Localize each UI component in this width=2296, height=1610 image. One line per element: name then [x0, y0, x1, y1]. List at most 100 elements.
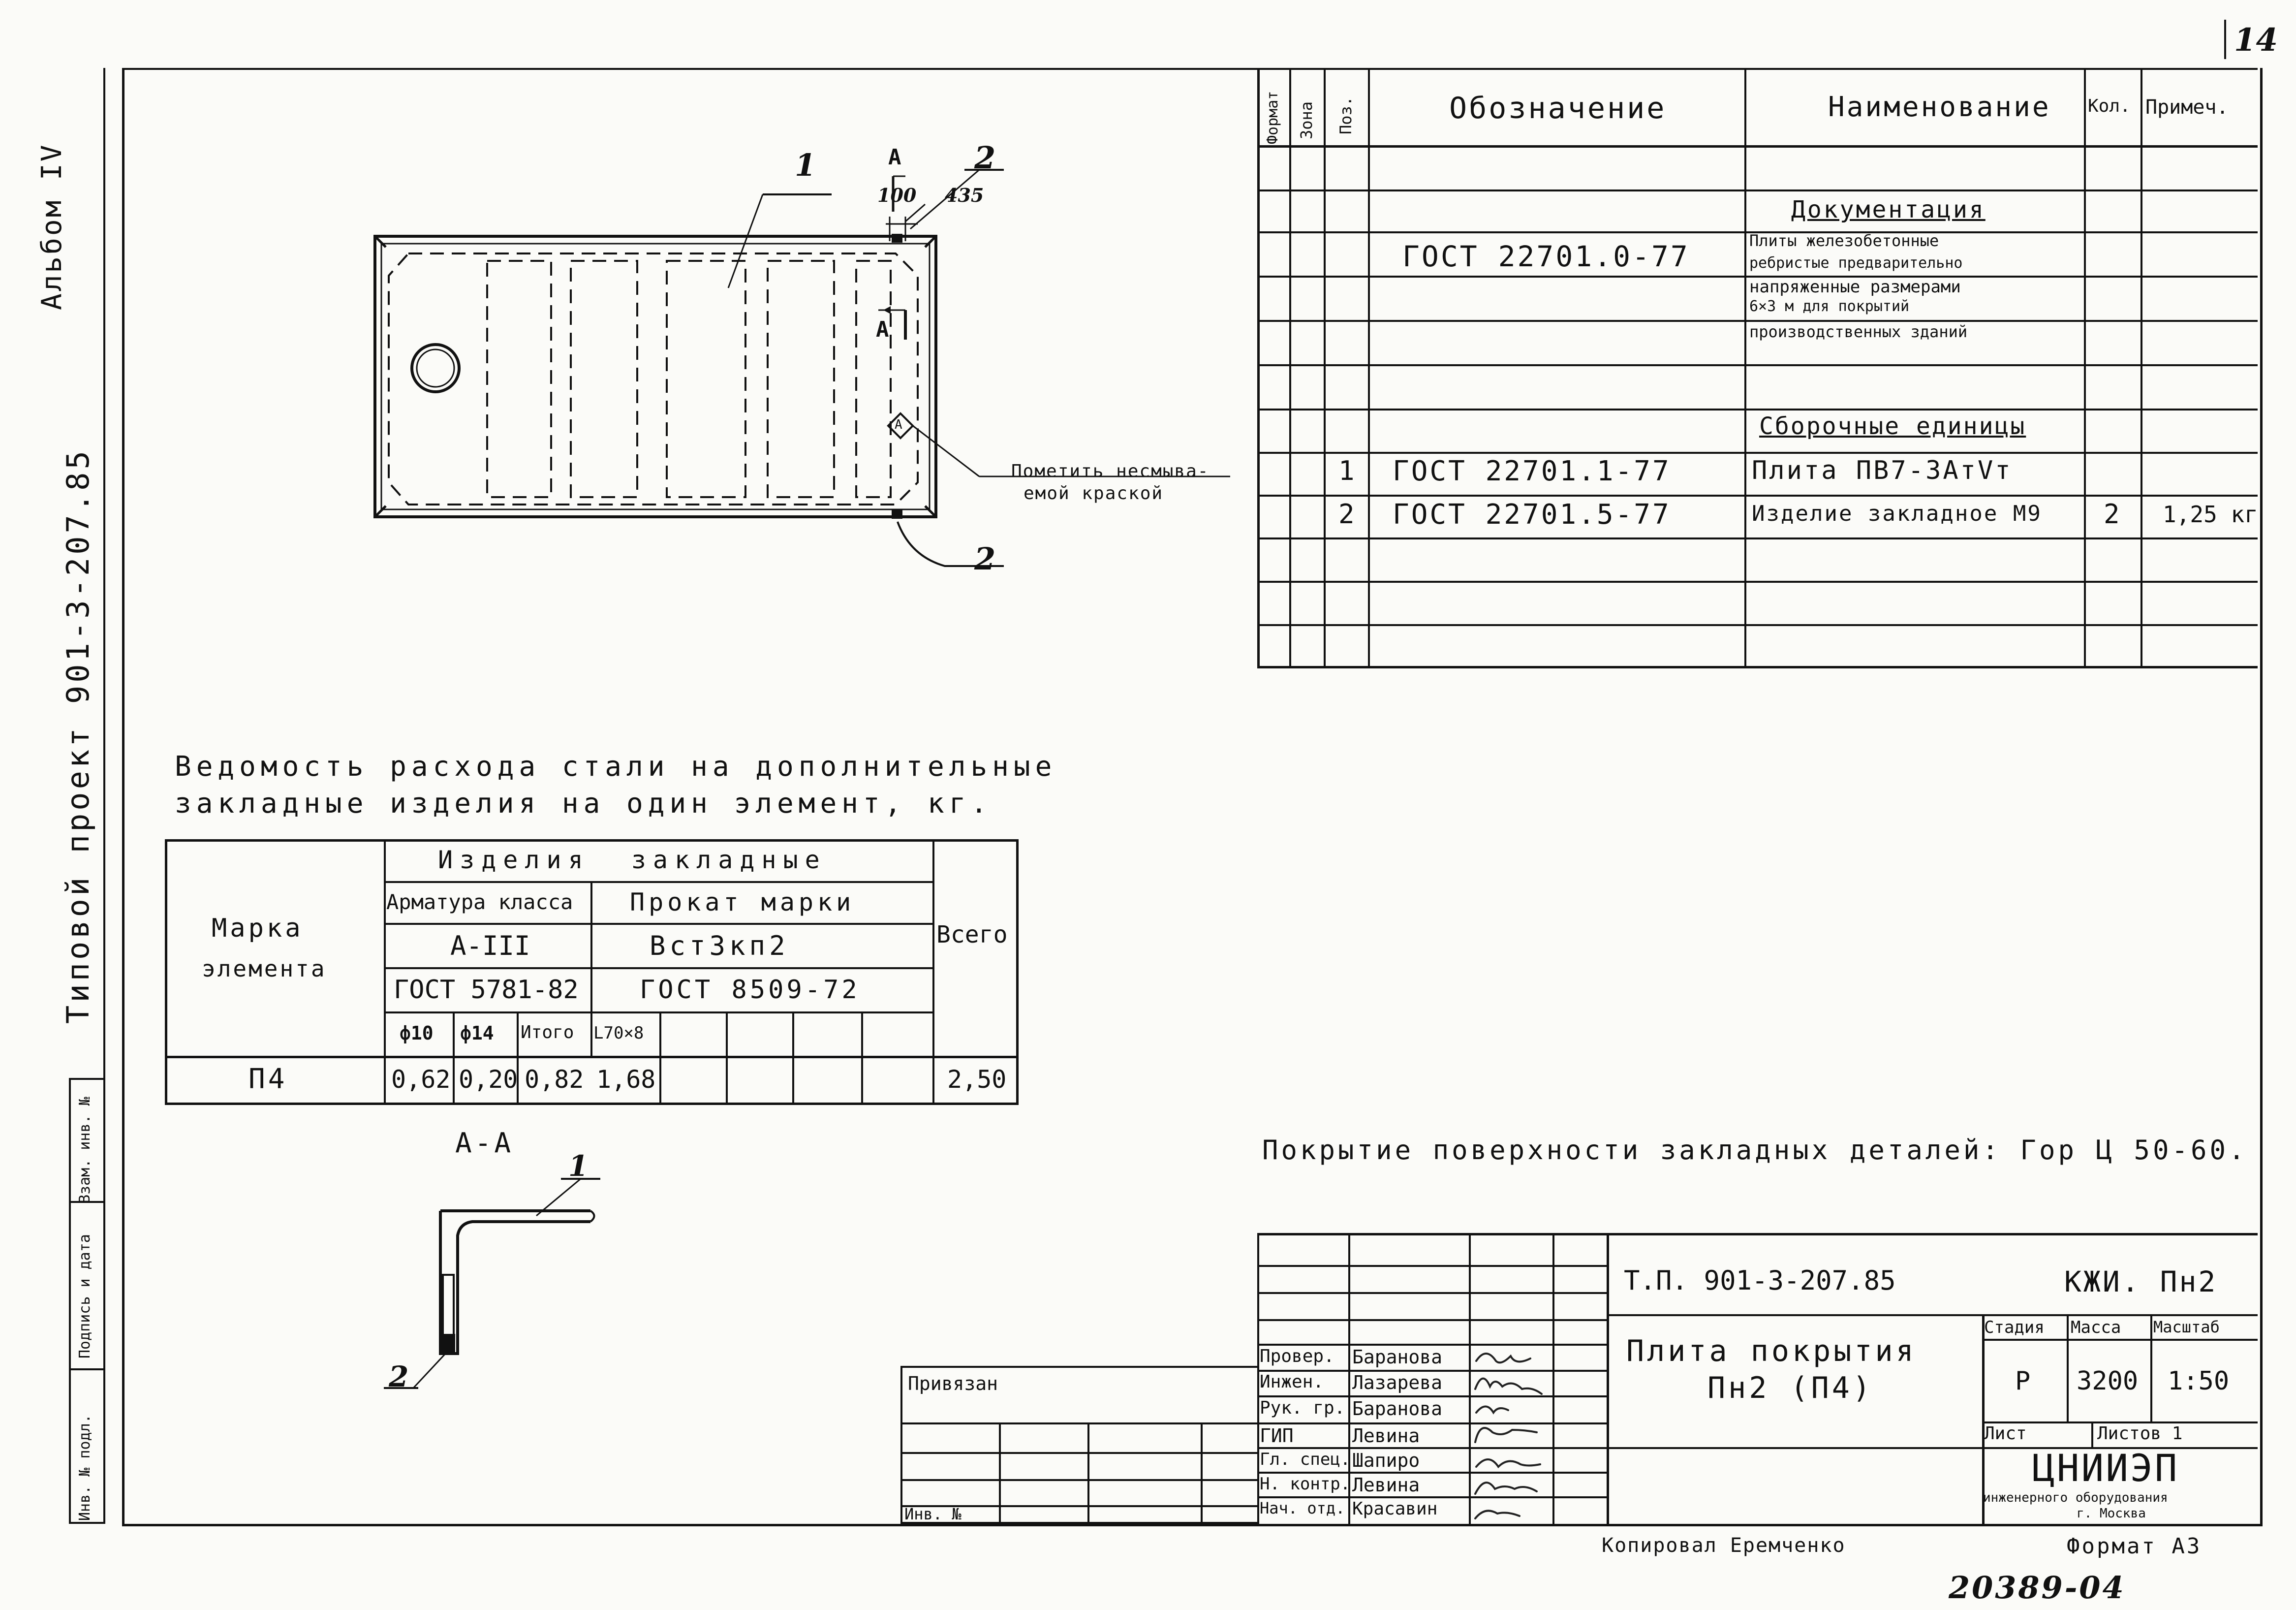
staff-name-2: Лазарева	[1352, 1372, 1443, 1393]
staff-name-3: Баранова	[1352, 1398, 1443, 1420]
tb-org-sub-1: инженерного оборудования	[1983, 1490, 2168, 1505]
steel-col-line	[861, 1011, 863, 1105]
steel-title-line-2: закладные изделия на один элемент, кг.	[175, 788, 993, 820]
steel-row-line	[384, 923, 932, 925]
spec-row-2-code: ГОСТ 22701.5-77	[1393, 499, 1671, 531]
spec-header-qty: Кол.	[2088, 96, 2131, 116]
tb-code: Т.П. 901-3-207.85	[1624, 1265, 1896, 1296]
sidebar-stamp	[69, 1078, 103, 1524]
plan-section-letter-bottom: А	[876, 317, 889, 342]
tb-stage-header: Стадия	[1984, 1318, 2045, 1337]
plan-section-letter-top: А	[888, 145, 901, 170]
spec-row-line	[1257, 409, 2258, 410]
spec-row-line	[1257, 189, 2258, 191]
steel-col-line	[453, 1011, 455, 1105]
tb-sheet-code: КЖИ. Пн2	[2064, 1265, 2218, 1298]
staff-role-3: Рук. гр.	[1260, 1398, 1345, 1418]
tb-row-line	[1257, 1319, 1607, 1321]
spec-row-line	[1257, 231, 2258, 233]
spec-row-1-code: ГОСТ 22701.1-77	[1393, 455, 1671, 487]
tb-right-col	[2150, 1314, 2152, 1421]
steel-title-line-1: Ведомость расхода стали на дополнительны…	[175, 751, 1057, 783]
sidebar-project: Типовой проект 901-3-207.85	[60, 448, 96, 1024]
spec-doc-name-1: Плиты железобетонные	[1749, 231, 1939, 250]
steel-col-total: Итого	[521, 1022, 574, 1042]
spec-col-line	[1324, 68, 1326, 668]
spec-row-2-name: Изделие закладное М9	[1752, 501, 2042, 526]
spec-table-border	[1257, 68, 2258, 668]
sheet-frame-top	[122, 68, 2258, 70]
plan-dim-435: 435	[945, 184, 984, 206]
staff-name-4: Левина	[1352, 1425, 1420, 1447]
stamp-divider-2	[69, 1368, 103, 1370]
steel-row-v4: 1,68	[596, 1065, 656, 1094]
page-number: 14	[2234, 22, 2278, 59]
steel-row-line	[384, 967, 932, 969]
steel-col-line	[932, 839, 934, 1105]
stamp-label-sign: Подпись и дата	[76, 1234, 93, 1358]
bound-col-line	[1201, 1422, 1203, 1524]
tb-scale-header: Масштаб	[2153, 1318, 2220, 1336]
inv-label: Инв. №	[904, 1505, 962, 1523]
plan-label-1: 1	[795, 147, 816, 183]
spec-col-line	[2084, 68, 2086, 668]
staff-role-1: Провер.	[1260, 1346, 1334, 1366]
spec-row-line	[1257, 537, 2258, 539]
section-label-2: 2	[389, 1360, 409, 1393]
spec-col-line	[1368, 68, 1370, 668]
tb-left-line	[1257, 1233, 1259, 1524]
tb-right-line	[1982, 1339, 2258, 1341]
tb-mass: 3200	[2077, 1366, 2139, 1396]
spec-doc-name-2: ребристые предварительно	[1749, 254, 1963, 272]
bound-label: Привязан	[908, 1373, 998, 1394]
steel-group-header: Изделия закладные	[438, 846, 827, 874]
steel-table-border	[165, 839, 1019, 1105]
spec-col-line	[1744, 68, 1746, 668]
stamp-label-inv: Инв. № подл.	[76, 1414, 93, 1521]
tb-row-line	[1257, 1395, 1607, 1397]
spec-header-code: Обозначение	[1449, 91, 1667, 126]
staff-name-6: Левина	[1352, 1474, 1420, 1496]
spec-header-pos: Поз.	[1336, 96, 1355, 134]
spec-doc-name-3: напряженные размерами	[1749, 277, 1961, 297]
steel-row-line	[165, 1056, 1019, 1058]
tb-row-line	[1257, 1344, 1607, 1346]
staff-name-5: Шапиро	[1352, 1450, 1420, 1471]
spec-header-zone: Зона	[1297, 101, 1316, 139]
tb-top-line	[1257, 1233, 2258, 1235]
spec-row-line	[1257, 581, 2258, 583]
tb-row-line	[1257, 1496, 1607, 1498]
staff-role-4: ГИП	[1260, 1425, 1294, 1447]
steel-col-line	[517, 1011, 519, 1105]
bound-row-line	[900, 1505, 1257, 1507]
coating-note: Покрытие поверхности закладных деталей: …	[1262, 1135, 2248, 1166]
steel-col-phi14: ф14	[460, 1022, 494, 1044]
steel-rolled-grade: Вст3кп2	[650, 930, 789, 961]
tb-sheet-label: Лист	[1984, 1423, 2027, 1444]
section-aa-drawing	[384, 1178, 600, 1389]
spec-header-note: Примеч.	[2145, 96, 2229, 119]
tb-org: ЦНИИЭП	[2032, 1446, 2179, 1490]
bound-row-line	[900, 1479, 1257, 1481]
sidebar-border	[103, 68, 105, 1524]
spec-section-assembly: Сборочные единицы	[1759, 412, 2026, 440]
bound-row-line	[900, 1422, 1257, 1424]
steel-col-line	[726, 1011, 728, 1105]
plan-note-line-2: емой краской	[1024, 483, 1164, 504]
tb-title-1: Плита покрытия	[1626, 1334, 1917, 1368]
steel-total-header: Всего	[936, 921, 1008, 948]
tb-right-line	[1607, 1447, 2258, 1449]
tb-sheets-label: Листов 1	[2097, 1423, 2183, 1444]
steel-col-angle: L70×8	[593, 1023, 644, 1043]
steel-row-v3: 0,82	[525, 1065, 584, 1094]
page-number-tick	[2224, 20, 2226, 59]
spec-row-line	[1257, 364, 2258, 366]
spec-header-line	[1257, 145, 2258, 148]
plan-note-line-1: Пометить несмыва-	[1011, 461, 1210, 481]
tb-title-2: Пн2 (П4)	[1707, 1371, 1873, 1405]
steel-armature-gost: ГОСТ 5781-82	[394, 975, 579, 1005]
spec-row-2-note: 1,25 кг	[2163, 501, 2258, 528]
stamp-divider-1	[69, 1201, 103, 1203]
spec-doc-code: ГОСТ 22701.0-77	[1402, 240, 1690, 273]
sidebar-album: Альбом IV	[36, 143, 68, 310]
